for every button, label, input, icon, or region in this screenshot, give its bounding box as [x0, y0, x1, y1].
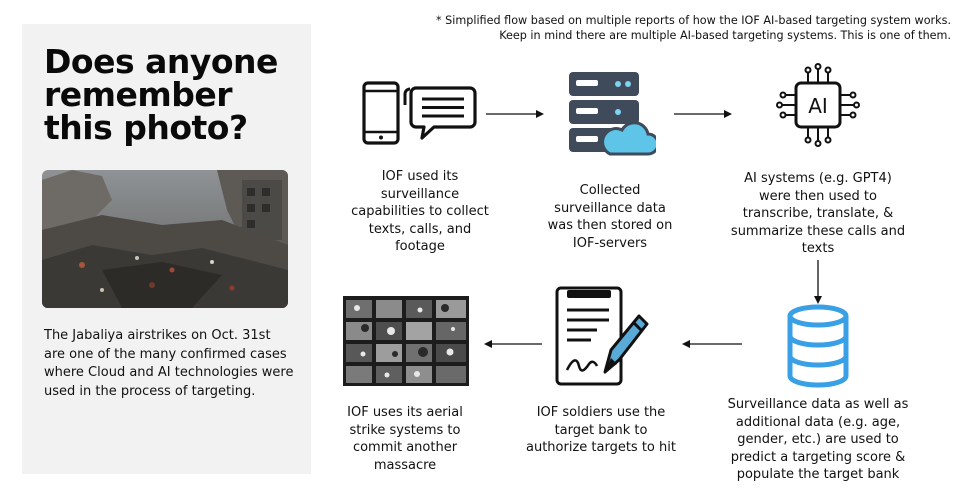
arrow-authorize-to-strike: [484, 337, 542, 349]
photo-caption: The Jabaliya airstrikes on Oct. 31st are…: [44, 328, 294, 399]
step-collect-text: IOF used its surveillance capabilities t…: [351, 169, 489, 254]
step-ai-text: AI systems (e.g. GPT4) were then used to…: [730, 171, 906, 256]
page-title: Does anyone remember this photo?: [44, 42, 278, 147]
step-authorize-text: IOF soldiers use the target bank to auth…: [526, 405, 676, 455]
server-cloud-icon: [566, 70, 660, 158]
ai-chip-label: AI: [808, 94, 828, 118]
step-strike-text: IOF uses its aerial strike systems to co…: [347, 405, 463, 473]
step-store-text: Collected surveillance data was then sto…: [547, 183, 673, 251]
jabaliya-rubble-photo: [42, 170, 288, 308]
database-icon: [784, 304, 852, 388]
arrow-predict-to-authorize: [682, 337, 742, 349]
step-predict-text: Surveillance data as well as additional …: [727, 397, 909, 482]
signed-document-icon: [553, 284, 651, 390]
phone-and-chat-icon: [360, 80, 478, 146]
footnote: * Simplified flow based on multiple repo…: [435, 14, 951, 42]
aerial-footage-grid: [343, 296, 469, 386]
ai-chip-icon: AI: [776, 63, 860, 147]
arrow-collect-to-store: [486, 107, 544, 119]
arrow-store-to-ai: [674, 107, 732, 119]
arrow-ai-to-predict: [812, 260, 824, 304]
